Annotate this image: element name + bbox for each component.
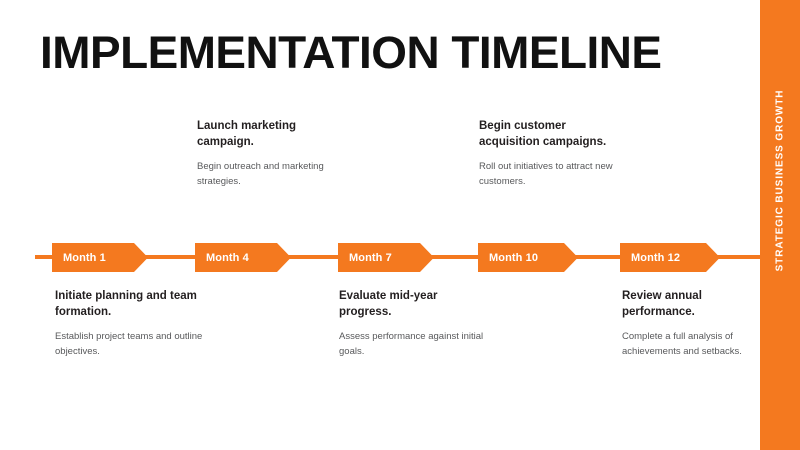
timeline-marker-label: Month 7 [349, 251, 392, 264]
milestone-title: Initiate planning and team formation. [55, 290, 197, 318]
page-title: IMPLEMENTATION TIMELINE [40, 27, 662, 78]
milestone-body: Establish project teams and outline obje… [55, 331, 203, 357]
milestone-title: Review annual performance. [622, 290, 702, 318]
timeline-marker-month-1[interactable]: Month 1 [52, 243, 148, 272]
timeline-marker-month-12[interactable]: Month 12 [620, 243, 720, 272]
timeline-marker-month-10[interactable]: Month 10 [478, 243, 578, 272]
side-band-label: STRATEGIC BUSINESS GROWTH [774, 89, 786, 272]
milestone-title: Evaluate mid-year progress. [339, 290, 438, 318]
timeline-marker-label: Month 12 [631, 251, 681, 264]
timeline-marker-label: Month 4 [206, 251, 249, 264]
milestone-below-2: Evaluate mid-year progress. Assess perfo… [339, 288, 489, 359]
timeline-marker-label: Month 1 [63, 251, 106, 264]
timeline-marker-month-4[interactable]: Month 4 [195, 243, 291, 272]
timeline-marker-label: Month 10 [489, 251, 539, 264]
milestone-body: Roll out initiatives to attract new cust… [479, 161, 613, 187]
side-band: STRATEGIC BUSINESS GROWTH [760, 0, 800, 450]
milestone-title: Launch marketing campaign. [197, 120, 297, 148]
milestone-above-2: Begin customer acquisition campaigns. Ro… [479, 118, 629, 189]
milestone-above-1: Launch marketing campaign. Begin outreac… [197, 118, 347, 189]
milestone-body: Assess performance against initial goals… [339, 331, 484, 357]
milestone-body: Complete a full analysis of achievements… [622, 331, 742, 357]
milestone-body: Begin outreach and marketing strategies. [197, 161, 324, 187]
milestone-below-1: Initiate planning and team formation. Es… [55, 288, 205, 359]
milestone-below-3: Review annual performance. Complete a fu… [622, 288, 754, 359]
milestone-title: Begin customer acquisition campaigns. [479, 120, 607, 148]
timeline-marker-month-7[interactable]: Month 7 [338, 243, 434, 272]
